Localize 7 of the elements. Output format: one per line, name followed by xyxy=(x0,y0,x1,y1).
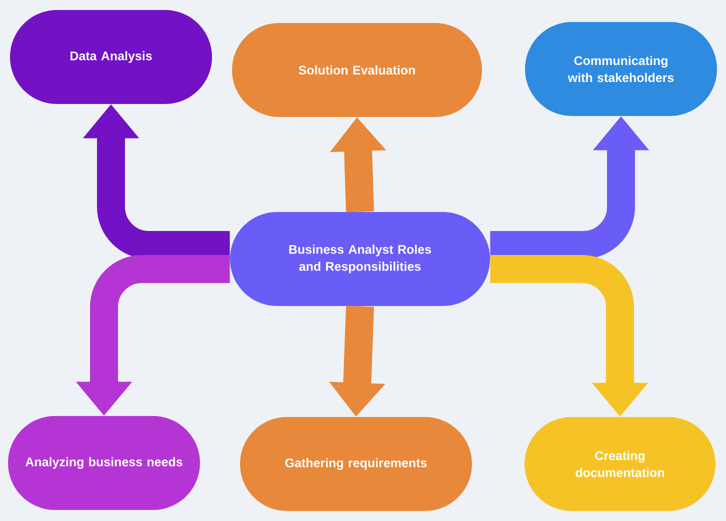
rounded-box: Solution Evaluation xyxy=(232,23,482,117)
rounded-box: Gathering requirements xyxy=(240,417,472,511)
rounded-box: Data Analysis xyxy=(10,10,212,104)
rounded-box: Communicating with stakeholders xyxy=(525,22,717,116)
rounded-box: Analyzing business needs xyxy=(8,416,200,510)
rounded-box: Creating documentation xyxy=(524,417,716,511)
rounded-box: Business Analyst Roles and Responsibilities xyxy=(230,212,490,306)
